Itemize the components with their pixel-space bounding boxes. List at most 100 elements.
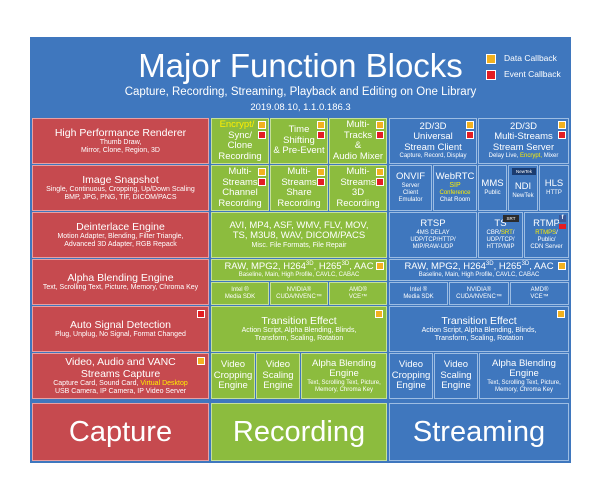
vanc-virtual-desktop: Virtual Desktop [140,380,188,387]
capture-alpha-block: Alpha Blending Engine Text, Scrolling Te… [32,259,209,305]
vanc-line1: Capture Card, Sound Card, Virtual Deskto… [53,380,188,388]
encrypt-line1: Encrypt/ [219,119,255,130]
mms-block: MMS Public [478,165,507,211]
rec-alpha-line3: Text, Scrolling Text, Picture, [307,379,381,386]
rec-nvidia-line1: NVIDIA® [286,286,312,293]
share-line3: Share [286,187,312,198]
vanc-line2: USB Camera, IP Camera, IP Video Server [54,388,187,395]
hls-line2: HTTP [546,189,562,196]
str-transition-line1: Action Script, Alpha Blending, Blinds, [421,327,537,334]
str-amd-line1: AMD® [530,286,549,293]
tracks-line3: & [354,140,362,151]
hls-line1: HLS [544,178,564,190]
multi-stream-server-block: 2D/3D Multi-Streams Stream Server Delay … [478,118,569,164]
encrypt-event-marker [258,131,266,139]
rtmp-rtmps: RTMPS [535,229,557,236]
str-nvidia-line2: CUDA/NVENC™ [456,293,502,300]
channel-line3: Channel [222,187,258,198]
str-codec-b: , H265 [493,260,522,272]
rec-amd-line2: VCE™ [348,293,368,300]
str-transition-title: Transition Effect [441,315,517,327]
recording-label: Recording [232,416,366,448]
signal-title: Auto Signal Detection [70,319,171,331]
str-transition-block: Transition Effect Action Script, Alpha B… [389,306,569,352]
rec-amd-block: AMD® VCE™ [329,282,387,305]
deinterlace-line2: Advanced 3D Adapter, RGB Repack [64,241,177,248]
mss-encrypt: Encrypt, [520,153,543,160]
ndi-block: NewTek NDI NewTek [508,165,538,211]
capture-alpha-line1: Text, Scrolling Text, Picture, Memory, C… [42,284,199,291]
legend: Data Callback Event Callback [486,52,571,82]
deinterlace-block: Deinterlace Engine Motion Adapter, Blend… [32,212,209,258]
legend-data-swatch [486,54,496,64]
universal-client-block: 2D/3D Universal Stream Client Capture, R… [389,118,477,164]
vanc-title1: Video, Audio and VANC [65,356,176,368]
multi-tracks-block: Multi- Tracks & Audio Mixer [329,118,387,164]
str-codec-c: , AAC [529,260,554,272]
str-amd-block: AMD® VCE™ [510,282,569,305]
share-recording-block: Multi- Streams Share Recording [270,165,328,211]
channel-recording-block: Multi- Streams Channel Recording [211,165,269,211]
rec-codec-sup1: 3D [305,260,314,267]
str-crop-block: Video Cropping Engine [389,353,433,399]
timeshift-event-marker [317,131,325,139]
mms-line2: Public [484,189,501,196]
formats-line1: AVI, MP4, ASF, WMV, FLV, MOV, [229,219,369,231]
threed-line3: 3D [351,187,365,198]
str-intel-block: Intel ® Media SDK [389,282,448,305]
facebook-icon: f [559,215,566,222]
snapshot-title: Image Snapshot [82,174,159,186]
rec-nvidia-line2: CUDA/NVENC™ [276,293,322,300]
rec-alpha-line4: Memory, Chroma Key [315,386,373,393]
encrypt-line4: Recording [218,150,262,162]
rec-transition-block: Transition Effect Action Script, Alpha B… [211,306,387,352]
universal-event-marker [466,131,474,139]
rtmp-slash: / [556,229,558,236]
str-crop-line2: Cropping [391,369,431,381]
rec-transition-title: Transition Effect [261,315,337,327]
webrtc-line2: SIP [449,182,461,190]
ts-srt: SRT [500,229,513,236]
youtube-icon [559,224,566,229]
signal-event-marker [197,310,205,318]
str-intel-line2: Media SDK [403,293,434,300]
rtmp-line1: RTMP [533,218,560,230]
renderer-line1: Thumb Draw, [99,139,142,146]
str-codec-sup1: 3D [485,260,494,267]
str-alpha-line2: Engine [509,368,539,379]
share-line2: Streams [281,176,317,188]
rec-codec-line2: Baseline, Main, High Profile, CAVLC, CAB… [238,272,360,279]
ts-line4: HTTP/MIP [486,243,515,250]
str-scale-block: Video Scaling Engine [434,353,478,399]
timeshift-line3: & Pre-Event [273,145,325,157]
tracks-data-marker [376,121,384,129]
ndi-badge: NewTek [512,168,536,175]
formats-line3: Misc. File Formats, File Repair [251,241,347,249]
renderer-line2: Mirror, Clone, Region, 3D [81,147,160,154]
vanc-block: Video, Audio and VANC Streams Capture Ca… [32,353,209,399]
str-transition-data-marker [557,310,565,318]
share-line4: Recording [277,197,321,209]
rec-scale-line3: Engine [263,380,293,392]
rec-crop-line1: Video [220,359,246,371]
onvif-block: ONVIF Server Client Emulator [389,165,432,211]
mms-line1: MMS [481,178,504,190]
threed-recording-block: Multi- Streams 3D Recording [329,165,387,211]
webrtc-block: WebRTC SIP Conference Chat Room [433,165,477,211]
rec-nvidia-block: NVIDIA® CUDA/NVENC™ [270,282,328,305]
recording-codec-block: RAW, MPG2, H2643D, H2653D, AAC Baseline,… [211,259,387,281]
rec-codec-c: , AAC [349,260,374,272]
universal-line2: Universal [413,131,453,143]
threed-data-marker [376,168,384,176]
channel-event-marker [258,178,266,186]
str-intel-line1: Intel ® [409,286,428,293]
rec-transition-data-marker [375,310,383,318]
rec-transition-line2: Transform, Scaling, Rotation [254,335,344,342]
timeshift-line1: Time [288,124,310,136]
channel-line1: Multi- [228,166,252,177]
mss-event-marker [558,131,566,139]
streaming-label-block: Streaming [389,403,569,461]
rec-alpha-block: Alpha Blending Engine Text, Scrolling Te… [301,353,387,399]
tracks-line1: Multi- [346,119,370,130]
legend-event-label: Event Callback [504,69,561,79]
